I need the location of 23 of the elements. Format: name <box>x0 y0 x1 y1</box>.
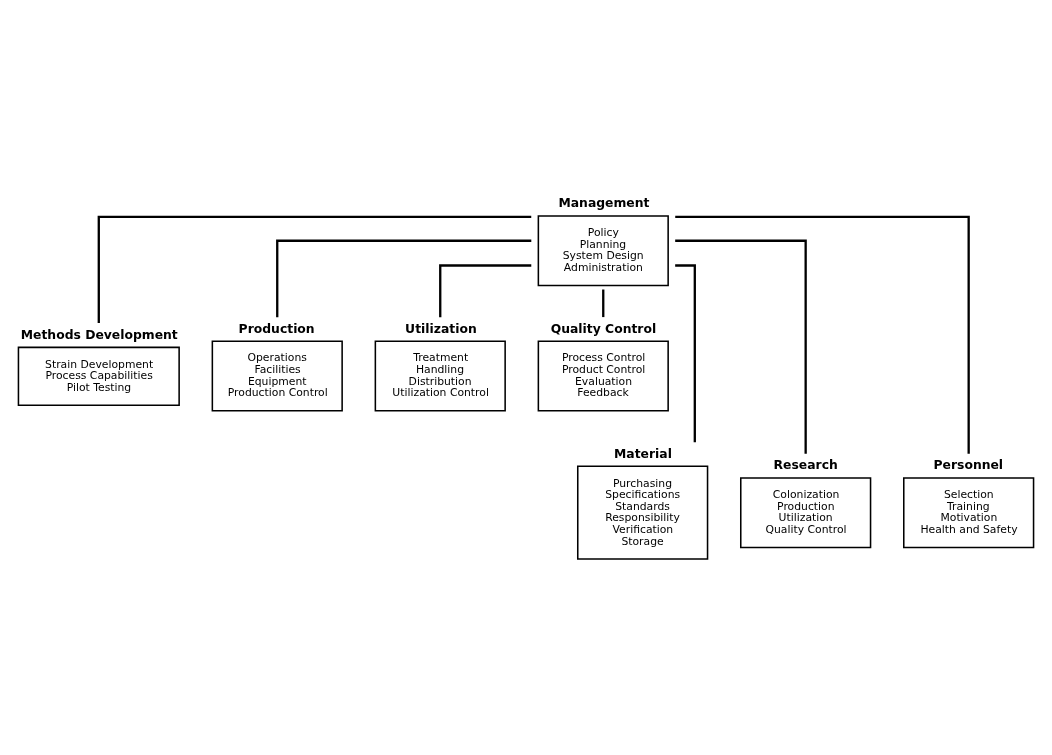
node-box: Selection Training Motivation Health and Safety <box>903 477 1035 549</box>
node-label: Material <box>614 446 672 461</box>
node-label: Quality Control <box>550 321 657 336</box>
connector <box>675 264 696 443</box>
connector <box>276 239 532 318</box>
connector <box>602 289 605 318</box>
connector <box>439 264 532 318</box>
node-box: Policy Planning System Design Administration <box>537 215 669 287</box>
node-label: Production <box>238 321 315 336</box>
node-box: Operations Facilities Equipment Production Control <box>211 340 343 412</box>
node-box: Treatment Handling Distribution Utilization Control <box>374 340 506 412</box>
node-label: Personnel <box>933 458 1004 473</box>
connector <box>97 215 532 323</box>
node-box: Colonization Production Utilization Quality Control <box>740 477 872 549</box>
node-box: Purchasing Specifications Standards Responsibility Verification Storage <box>577 465 709 560</box>
node-box: Strain Development Process Capabilities Pilot Testing <box>17 346 180 407</box>
connector <box>675 215 970 454</box>
connector <box>675 239 807 454</box>
node-box: Process Control Product Control Evaluation Feedback <box>537 340 669 412</box>
node-label: Research <box>773 458 838 473</box>
node-label: Methods Development <box>20 327 178 342</box>
node-label: Management <box>558 196 650 211</box>
node-label: Utilization <box>405 321 477 336</box>
